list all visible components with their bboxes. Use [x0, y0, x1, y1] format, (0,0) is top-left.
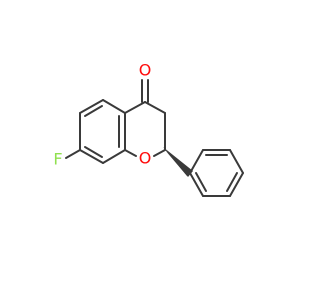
bond-ph-3	[229, 172, 244, 197]
bond-c5-c6	[79, 99, 104, 114]
bond-ph-double-3	[195, 172, 207, 192]
bond-c7-c8	[79, 149, 104, 164]
bond-c2-o1	[153, 149, 166, 157]
benzo-ring	[79, 99, 126, 164]
bond-c7-f	[65, 149, 81, 159]
bond-c8-c8a	[102, 149, 126, 164]
stereo-wedge-bond-body	[163, 147, 193, 177]
bond-benzo-double-2	[84, 146, 103, 158]
bond-c4a-c5	[102, 99, 126, 114]
ring-oxygen-label: O	[139, 149, 152, 168]
bond-benzo-double-1	[84, 105, 103, 117]
bond-ph-5	[189, 172, 204, 197]
bond-ph-2	[229, 149, 244, 174]
carbonyl-group	[141, 79, 149, 103]
fluorine-label: F	[53, 150, 62, 169]
bond-c4-c3	[144, 101, 166, 114]
molecule-structure-diagram: O O F	[53, 61, 244, 197]
bond-c4-c4a	[124, 101, 146, 114]
carbonyl-oxygen-label: O	[139, 61, 152, 80]
bond-ph-double-2	[226, 172, 238, 192]
bond-ph-6	[189, 149, 204, 174]
bond-o1-c8a	[124, 149, 137, 157]
pyranone-ring	[124, 101, 166, 157]
phenyl-ring	[189, 149, 244, 197]
